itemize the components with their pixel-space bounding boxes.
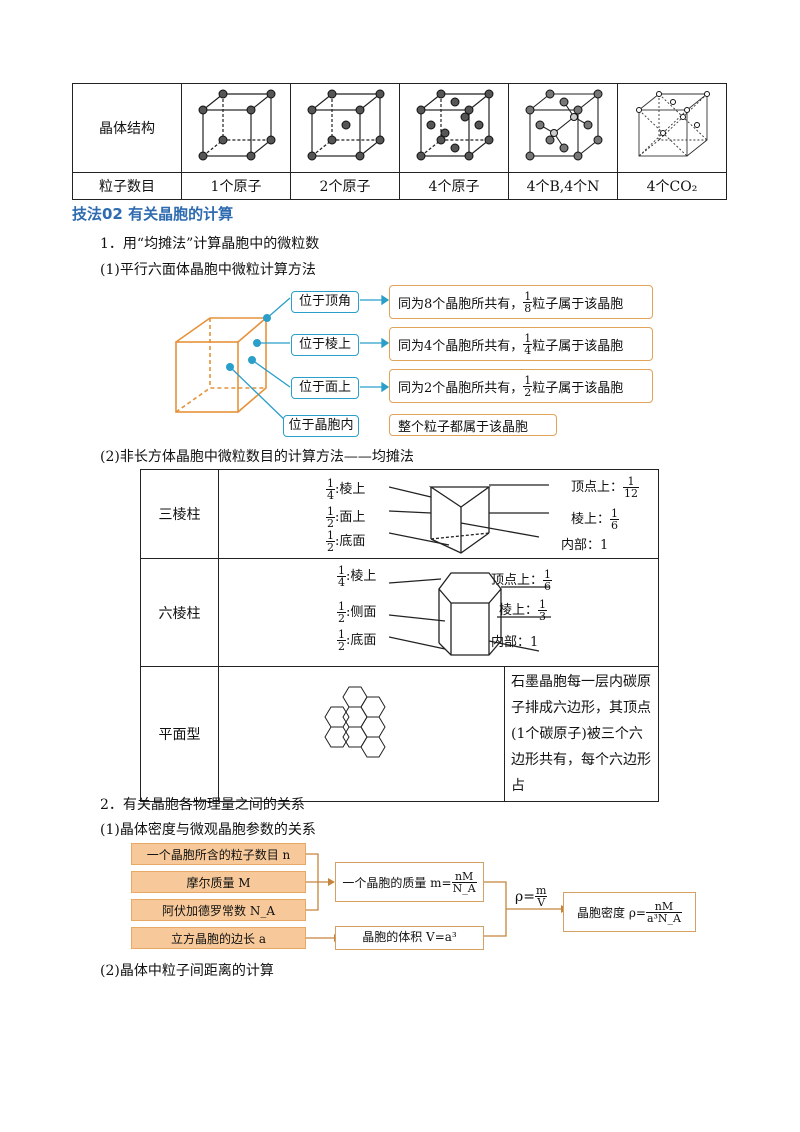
bn-cell-diagram	[508, 83, 618, 173]
tri-interior-label: 内部：1	[561, 538, 609, 553]
hex-vertex-label: 顶点上：	[491, 573, 544, 588]
tri-face-label: 面上	[339, 510, 366, 525]
pointer-lines	[226, 294, 390, 426]
flow-edge-length: 立方晶胞的边长 a	[131, 927, 306, 949]
pos-face: 位于面上	[291, 377, 359, 399]
tri-edge-right-label: 棱上：	[571, 512, 611, 527]
count-bn: 4个B,4个N	[508, 172, 618, 200]
tri-edge-label: 棱上	[339, 482, 366, 497]
count-fcc: 4个原子	[399, 172, 509, 200]
fcc-cell-diagram	[399, 83, 509, 173]
flow-cell-volume: 晶胞的体积 V=a³	[335, 926, 484, 950]
hex-edge-label: 棱上	[350, 569, 377, 584]
flow-molar-mass: 摩尔质量 M	[131, 871, 306, 893]
tri-base-label: 底面	[339, 534, 366, 549]
hex-edge-right-label: 棱上：	[499, 603, 539, 618]
tri-vertex-label: 顶点上：	[571, 480, 624, 495]
row-hex-prism: 六棱柱	[140, 558, 219, 667]
co2-cell-diagram	[617, 83, 727, 173]
count-bcc: 2个原子	[290, 172, 400, 200]
flow-particle-count: 一个晶胞所含的粒子数目 n	[131, 843, 306, 865]
item1-sub2: (2)非长方体晶胞中微粒数目的计算方法——均摊法	[100, 449, 414, 465]
hex-base-label: 底面	[350, 633, 377, 648]
pos-interior: 位于晶胞内	[283, 415, 359, 437]
pos-vertex: 位于顶角	[291, 291, 359, 313]
graphite-cell	[218, 666, 505, 802]
row-planar: 平面型	[140, 666, 219, 802]
item1-heading: 1．用“均摊法”计算晶胞中的微粒数	[100, 236, 320, 252]
count-sc: 1个原子	[181, 172, 291, 200]
graphite-hex-diagram	[324, 686, 386, 758]
hex-interior-label: 内部：1	[491, 635, 539, 650]
section-title: 技法02 有关晶胞的计算	[72, 205, 234, 223]
sc-cell-diagram	[181, 83, 291, 173]
orange-cube-diagram	[175, 317, 269, 413]
row-label-structure: 晶体结构	[72, 83, 182, 173]
hex-side-label: 侧面	[350, 605, 377, 620]
item2-sub1: (1)晶体密度与微观晶胞参数的关系	[100, 822, 316, 838]
item2-heading: 2．有关晶胞各物理量之间的关系	[100, 797, 305, 813]
count-co2: 4个CO₂	[617, 172, 727, 200]
bcc-cell-diagram	[290, 83, 400, 173]
graphite-text: 石墨晶胞每一层内碳原子排成六边形，其顶点(1个碳原子)被三个六边形共有，每个六边…	[504, 666, 659, 802]
row-tri-prism: 三棱柱	[140, 469, 219, 559]
flow-avogadro: 阿伏加德罗常数 N_A	[131, 899, 306, 921]
item1-sub1: (1)平行六面体晶胞中微粒计算方法	[100, 262, 316, 278]
item2-sub2: (2)晶体中粒子间距离的计算	[100, 963, 274, 979]
rule-interior: 整个粒子都属于该晶胞	[389, 414, 557, 436]
row-label-count: 粒子数目	[72, 172, 182, 200]
crystal-structure-table: 晶体结构	[72, 83, 727, 200]
pos-edge: 位于棱上	[291, 334, 359, 356]
